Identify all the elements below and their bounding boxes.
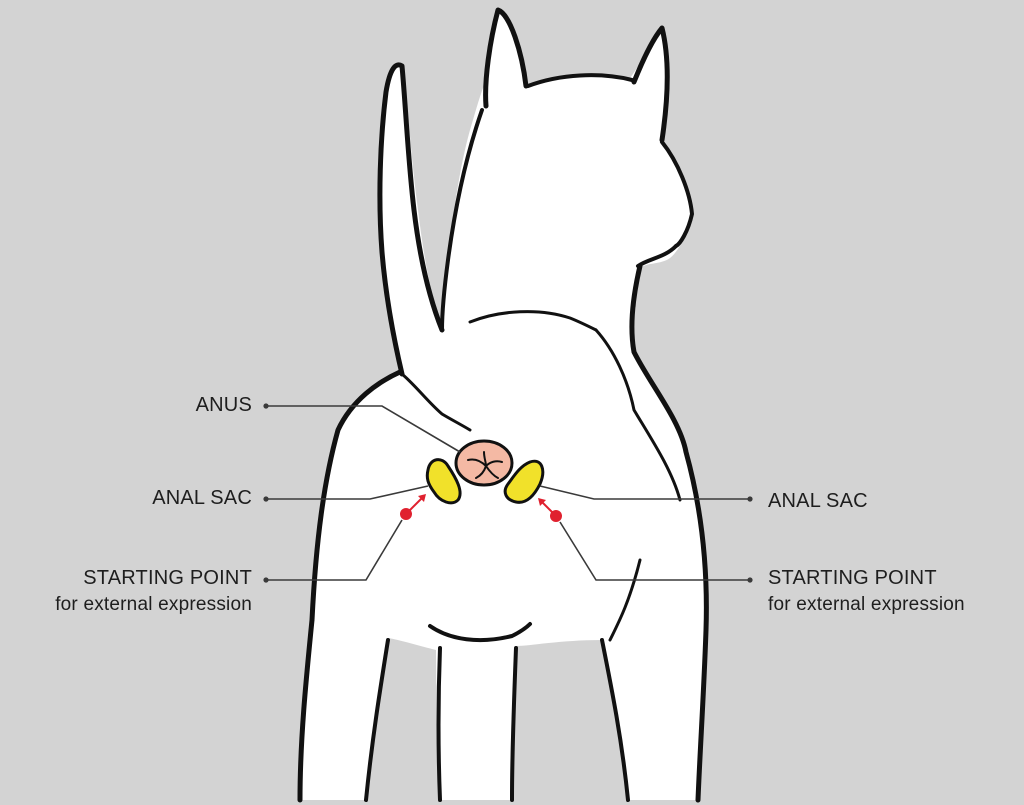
leader-lines: [263, 403, 753, 583]
red-dot-arrow-icon: [400, 494, 562, 522]
label-anal-sac-left-text: ANAL SAC: [152, 487, 252, 509]
anal-sac-icon: [425, 458, 545, 505]
cat-body-fill: [300, 12, 708, 800]
label-starting-point-left-text: STARTING POINT: [83, 567, 252, 589]
label-anal-sac-right: ANAL SAC: [768, 488, 868, 515]
label-starting-point-right-text: STARTING POINT: [768, 567, 937, 589]
label-starting-point-right-sub: for external expression: [768, 594, 965, 615]
label-starting-point-left: STARTING POINT for external expression: [0, 565, 252, 617]
anus-icon: [454, 439, 514, 487]
label-anal-sac-right-text: ANAL SAC: [768, 490, 868, 512]
label-starting-point-right: STARTING POINT for external expression: [768, 565, 965, 617]
label-anus: ANUS: [140, 392, 252, 419]
label-anal-sac-left: ANAL SAC: [100, 485, 252, 512]
cat-outline: [297, 7, 709, 803]
label-anus-text: ANUS: [195, 394, 252, 416]
label-starting-point-left-sub: for external expression: [55, 594, 252, 615]
